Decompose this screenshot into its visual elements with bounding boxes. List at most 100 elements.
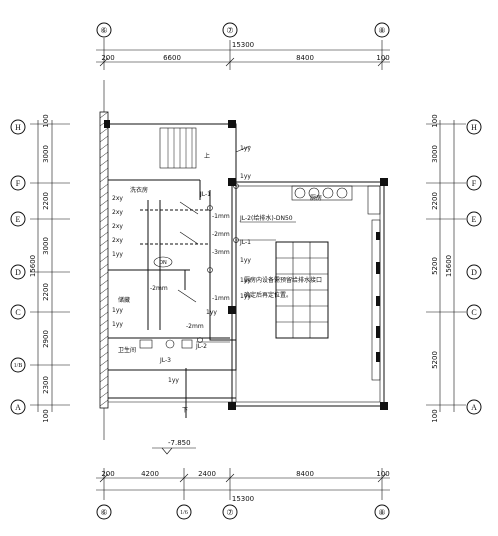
axis-bubble-bottom-8	[374, 504, 390, 520]
pipe-label: 1yy	[240, 257, 251, 264]
pipe-label: JL-1	[239, 239, 251, 246]
drawing-notes: JL-2(给排水)-DN50 厨房内设备需预留给排水接口 确定后再定位置。 -7…	[152, 214, 322, 455]
left-dimension-chain: 100 3000 2200 3000 2200 2900 2300 100 15…	[29, 114, 70, 423]
column	[228, 402, 236, 410]
axis-bubbles-bottom: ⑥ 1/6 ⑦ ⑧	[96, 504, 390, 520]
axis-bubble-top-7	[222, 22, 238, 38]
axis-bubble-left-1b	[10, 357, 26, 373]
axis-label-bottom-1-6: 1/6	[180, 510, 188, 516]
pipe-label: 1yy	[240, 277, 251, 284]
axis-bubbles-top: ⑥ ⑦ ⑧	[96, 22, 390, 40]
pipe-label: -3mm	[212, 249, 230, 256]
left-seg-5-dim: 2900	[42, 330, 50, 348]
top-seg-2-dim: 8400	[296, 54, 314, 62]
retaining-wall	[99, 111, 109, 409]
stove-bank	[291, 185, 353, 201]
pipe-label: -1mm	[212, 295, 230, 302]
equipment-mark	[376, 232, 380, 240]
column	[228, 178, 236, 186]
top-edge-right-dim: 100	[376, 54, 389, 62]
left-seg-1-dim: 3000	[42, 145, 50, 163]
pipe-label: 2xy	[112, 195, 123, 202]
axis-label-left-d: D	[15, 268, 21, 277]
unit-tag-label: DN	[159, 260, 167, 266]
right-total-dim: 15600	[445, 255, 453, 277]
pipe-label: 2xy	[112, 237, 123, 244]
axis-bubble-right-h	[466, 119, 482, 135]
right-dimension-chain: 100 3000 2200 5200 5200 100 15600	[426, 114, 466, 423]
axis-label-bottom-6: ⑥	[100, 508, 107, 517]
kitchen-note-line-1: 厨房内设备需预留给排水接口	[244, 276, 322, 284]
column	[380, 178, 388, 186]
pipe-label: 1yy	[240, 293, 251, 300]
axis-label-top-6: ⑥	[100, 26, 107, 35]
left-seg-4-dim: 2200	[42, 283, 50, 301]
axis-label-right-f: F	[472, 179, 477, 188]
unit-tag-ellipse	[153, 256, 173, 268]
axis-label-left-c: C	[15, 308, 20, 317]
bottom-seg-1-dim: 4200	[141, 470, 159, 478]
left-seg-3-dim: 3000	[42, 237, 50, 255]
axis-bubbles-left: H F E D C 1/B A	[10, 119, 26, 415]
pipe-label: 1yy	[206, 309, 217, 316]
axis-label-right-c: C	[471, 308, 476, 317]
pipe-label: -2mm	[212, 231, 230, 238]
equipment-mark	[376, 262, 380, 274]
left-edge-bottom-dim: 100	[42, 409, 50, 422]
axis-label-top-7: ⑦	[226, 26, 233, 35]
right-edge-bottom-dim: 100	[431, 409, 439, 422]
pipe-label: 2xy	[112, 223, 123, 230]
right-edge-top-dim: 100	[431, 114, 439, 127]
pipe-spec-note: JL-2(给排水)-DN50	[239, 214, 293, 222]
axis-bubble-right-f	[466, 175, 482, 191]
bottom-edge-right-dim: 100	[376, 470, 389, 478]
pipe-label: -2mm	[150, 285, 168, 292]
axis-bubble-bottom-7	[222, 504, 238, 520]
axis-bubble-top-8	[374, 22, 390, 38]
pipe-label: 1yy	[112, 251, 123, 258]
pipe-label: 1yy	[112, 307, 123, 314]
axis-bubble-bottom-1-6	[176, 504, 192, 520]
right-seg-4-dim: 5200	[431, 351, 439, 369]
column	[228, 306, 236, 314]
column	[380, 402, 388, 410]
axis-bubble-right-a	[466, 399, 482, 415]
kitchen-equipment	[139, 185, 381, 381]
stair-treads	[167, 128, 193, 168]
toilet-fixture	[139, 339, 153, 349]
elevation-mark: -7.850	[168, 439, 191, 447]
room-label-laundry: 洗衣房	[130, 186, 148, 194]
bottom-seg-2-dim: 2400	[198, 470, 216, 478]
column	[104, 120, 110, 128]
pipe-label: -1mm	[212, 213, 230, 220]
pipe-label: -2mm	[186, 323, 204, 330]
equipment-mark	[376, 352, 380, 362]
top-total-dim: 15300	[232, 41, 254, 49]
work-table-grid	[275, 241, 329, 339]
right-seg-1-dim: 3000	[431, 145, 439, 163]
axis-bubble-left-a	[10, 399, 26, 415]
axis-bubble-right-c	[466, 304, 482, 320]
bottom-edge-left-dim: 200	[101, 470, 114, 478]
axis-bubble-right-e	[466, 211, 482, 227]
pipe-label: 1yy	[112, 321, 123, 328]
axis-bubbles-right: H F E D C A	[466, 119, 482, 415]
left-seg-6-dim: 2300	[42, 376, 50, 394]
axis-label-right-e: E	[472, 215, 477, 224]
axis-label-left-f: F	[16, 179, 21, 188]
axis-label-left-h: H	[15, 123, 21, 132]
right-seg-3-dim: 5200	[431, 257, 439, 275]
axis-label-right-h: H	[471, 123, 477, 132]
kitchen-note-line-2: 确定后再定位置。	[244, 291, 292, 299]
right-seg-2-dim: 2200	[431, 192, 439, 210]
top-seg-1-dim: 6600	[163, 54, 181, 62]
pipe-label: 1yy	[168, 377, 179, 384]
axis-label-bottom-8: ⑧	[378, 508, 385, 517]
left-total-dim: 15600	[29, 255, 37, 277]
top-dimension-chain: 15300 200 6600 8400 100	[96, 40, 390, 70]
axis-bubble-left-d	[10, 264, 26, 280]
equipment-mark	[376, 296, 380, 306]
pipe-label: 1yy	[240, 173, 251, 180]
left-edge-top-dim: 100	[42, 114, 50, 127]
